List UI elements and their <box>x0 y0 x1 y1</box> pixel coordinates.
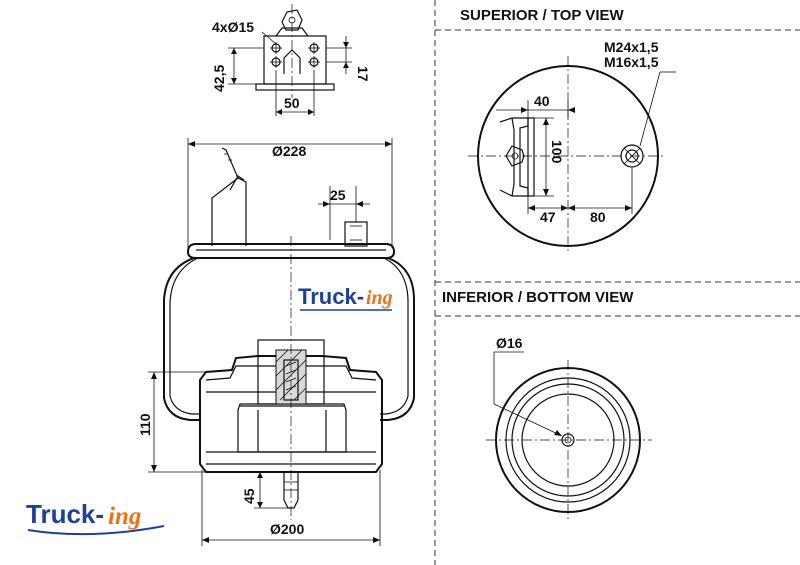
dim-50-label: 50 <box>284 95 300 111</box>
holes-dimension-label: 4xØ15 <box>212 19 254 35</box>
drawing-watermark-logo: Truck- ing <box>298 284 393 311</box>
dim-40-label: 40 <box>534 93 550 109</box>
bottom-view-drawing <box>486 351 652 520</box>
dim-228-label: Ø228 <box>272 143 306 159</box>
dim-100-label: 100 <box>549 140 565 164</box>
bottom-view-header: INFERIOR / BOTTOM VIEW <box>442 289 634 306</box>
svg-text:ing: ing <box>366 287 393 309</box>
dim-47-label: 47 <box>540 209 556 225</box>
corner-brand-logo: Truck- ing <box>26 499 165 536</box>
bracket-detail <box>228 4 352 116</box>
dim-200-label: Ø200 <box>270 521 304 537</box>
svg-text:Truck-: Truck- <box>298 284 364 309</box>
svg-text:ing: ing <box>108 503 141 530</box>
top-view-header: SUPERIOR / TOP VIEW <box>460 7 624 24</box>
dim-42-5-label: 42,5 <box>211 65 227 92</box>
dim-25-label: 25 <box>330 187 346 203</box>
thread-m16-label: M16x1,5 <box>604 54 659 70</box>
dim-45-label: 45 <box>241 488 257 504</box>
top-view-drawing <box>468 56 676 254</box>
dim-16-label: Ø16 <box>496 335 523 351</box>
dim-110-label: 110 <box>137 413 153 436</box>
side-view-air-spring <box>148 138 415 546</box>
section-dividers <box>434 0 800 565</box>
thread-m24-label: M24x1,5 <box>604 39 659 55</box>
dim-80-label: 80 <box>590 209 606 225</box>
dim-17-label: 17 <box>355 66 371 82</box>
svg-text:Truck-: Truck- <box>26 499 104 529</box>
